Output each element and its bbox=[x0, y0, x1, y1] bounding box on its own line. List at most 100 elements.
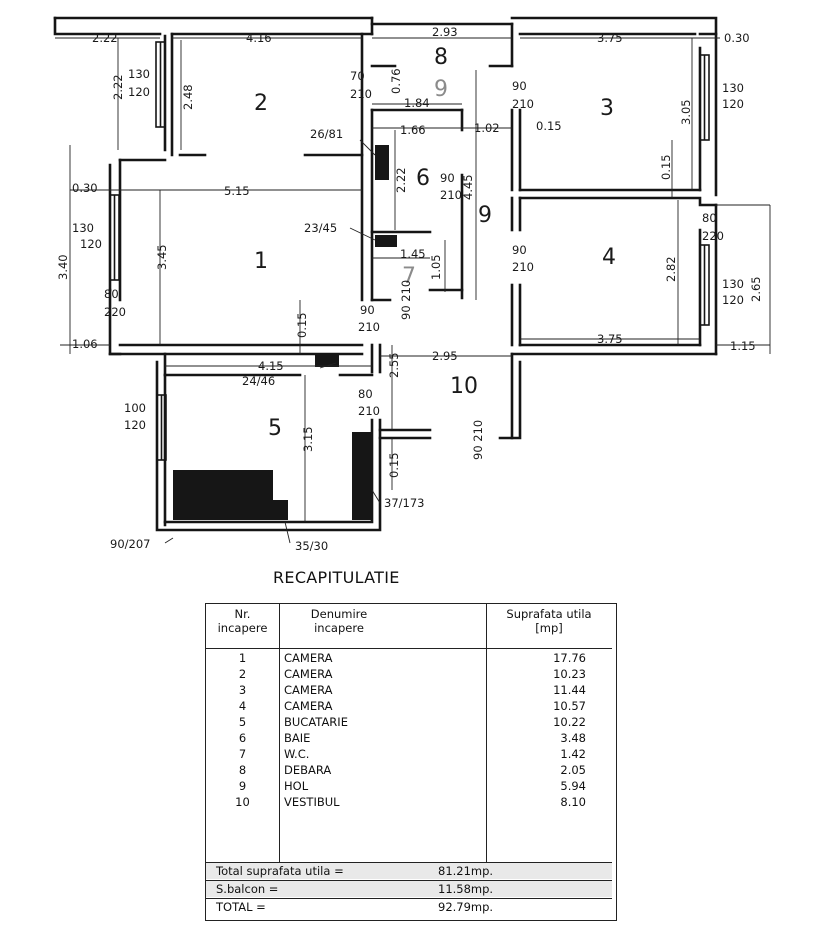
table-row: 7 W.C. 1.42 bbox=[206, 747, 612, 762]
door-3-width: 90 bbox=[512, 79, 527, 93]
table-row: 1 CAMERA 17.76 bbox=[206, 651, 612, 666]
total-divider-2 bbox=[206, 898, 612, 899]
dim-2-65: 2.65 bbox=[749, 276, 763, 302]
door-5-height: 210 bbox=[358, 404, 380, 418]
grand-total-value: 92.79mp. bbox=[438, 900, 494, 914]
door-wc-vertical: 90 210 bbox=[399, 280, 413, 320]
row-nr: 7 bbox=[238, 747, 247, 761]
row-area: 10.22 bbox=[553, 715, 586, 729]
row-name: W.C. bbox=[284, 747, 310, 761]
total-row-grand: TOTAL = 92.79mp. bbox=[206, 899, 612, 915]
row-name: HOL bbox=[284, 779, 309, 793]
dim-2-22-left: 2.22 bbox=[111, 74, 125, 100]
dim-3-75-bottom: 3.75 bbox=[597, 332, 623, 346]
row-nr: 6 bbox=[238, 731, 247, 745]
row-area: 8.10 bbox=[560, 795, 586, 809]
fixture-24-46: 24/46 bbox=[242, 374, 275, 388]
door-8-width: 70 bbox=[350, 69, 365, 83]
door-6-width: 90 bbox=[440, 171, 455, 185]
table-row: 4 CAMERA 10.57 bbox=[206, 699, 612, 714]
fixture-labels: 26/81 23/45 24/46 37/173 90/207 35/30 bbox=[110, 127, 424, 553]
dim-0-30-right: 0.30 bbox=[724, 31, 750, 45]
header-nr-line2: incapere bbox=[217, 621, 268, 635]
dim-1-66: 1.66 bbox=[400, 123, 426, 137]
row-area: 11.44 bbox=[553, 683, 586, 697]
walls bbox=[53, 16, 718, 532]
dim-2-95: 2.95 bbox=[432, 349, 458, 363]
header-name-line2: incapere bbox=[314, 621, 364, 635]
room-number-4: 4 bbox=[602, 245, 616, 270]
dim-0-15-c: 0.15 bbox=[295, 312, 309, 338]
row-nr: 5 bbox=[238, 715, 247, 729]
row-nr: 9 bbox=[238, 779, 247, 793]
row-area: 10.23 bbox=[553, 667, 586, 681]
table-row: 2 CAMERA 10.23 bbox=[206, 667, 612, 682]
dim-5-15: 5.15 bbox=[224, 184, 250, 198]
row-area: 1.42 bbox=[560, 747, 586, 761]
row-name: VESTIBUL bbox=[284, 795, 340, 809]
dim-2-22-bath: 2.22 bbox=[394, 167, 408, 193]
room-number-10: 10 bbox=[450, 374, 478, 399]
dim-3-40: 3.40 bbox=[56, 254, 70, 280]
room-number-3: 3 bbox=[600, 96, 614, 121]
door-ext-height: 220 bbox=[702, 229, 724, 243]
header-area: Suprafata utila [mp] bbox=[486, 607, 612, 635]
row-name: CAMERA bbox=[284, 651, 333, 665]
fixture-26-81: 26/81 bbox=[310, 127, 343, 141]
door-8-height: 210 bbox=[350, 87, 372, 101]
total-divider-1 bbox=[206, 880, 612, 881]
door-6-height: 210 bbox=[440, 188, 462, 202]
door-4-height: 210 bbox=[512, 260, 534, 274]
windows bbox=[109, 41, 710, 461]
dim-2-48: 2.48 bbox=[181, 84, 195, 110]
dim-1-15: 1.15 bbox=[730, 339, 756, 353]
dim-1-05: 1.05 bbox=[429, 254, 443, 280]
recap-title: RECAPITULATIE bbox=[273, 568, 400, 587]
dim-3-45: 3.45 bbox=[155, 244, 169, 270]
window-3-height: 120 bbox=[722, 97, 744, 111]
table-row: 6 BAIE 3.48 bbox=[206, 731, 612, 746]
fixture-37-173: 37/173 bbox=[384, 496, 424, 510]
row-area: 17.76 bbox=[553, 651, 586, 665]
dim-3-15: 3.15 bbox=[301, 426, 315, 452]
door-1-width: 80 bbox=[104, 287, 119, 301]
row-nr: 1 bbox=[238, 651, 247, 665]
door-ext-width: 80 bbox=[702, 211, 717, 225]
door-wc-height: 210 bbox=[358, 320, 380, 334]
window-4-height: 120 bbox=[722, 293, 744, 307]
row-nr: 2 bbox=[238, 667, 247, 681]
total-row-useful: Total suprafata utila = 81.21mp. bbox=[206, 863, 612, 879]
dim-2-93: 2.93 bbox=[432, 25, 458, 39]
fixtures bbox=[173, 145, 397, 520]
window-2-width: 130 bbox=[128, 67, 150, 81]
dim-3-75-top: 3.75 bbox=[597, 31, 623, 45]
window-1-width: 130 bbox=[72, 221, 94, 235]
fixture-23-45: 23/45 bbox=[304, 221, 337, 235]
row-area: 3.48 bbox=[560, 731, 586, 745]
row-nr: 10 bbox=[235, 795, 250, 809]
door-4-width: 90 bbox=[512, 243, 527, 257]
room-number-1: 1 bbox=[254, 249, 268, 274]
dim-0-15-a: 0.15 bbox=[536, 119, 562, 133]
recap-table: Nr. incapere Denumire incapere Suprafata… bbox=[205, 603, 617, 921]
row-name: CAMERA bbox=[284, 699, 333, 713]
dim-0-30-left: 0.30 bbox=[72, 181, 98, 195]
row-nr: 4 bbox=[238, 699, 247, 713]
dim-1-06: 1.06 bbox=[72, 337, 98, 351]
window-3-width: 130 bbox=[722, 81, 744, 95]
total-value: 81.21mp. bbox=[438, 864, 494, 878]
dimension-labels: 2.22 4.16 2.93 3.75 0.30 2.22 2.48 1.84 … bbox=[56, 25, 763, 478]
row-name: BAIE bbox=[284, 731, 311, 745]
row-nr: 8 bbox=[238, 763, 247, 777]
header-name-line1: Denumire bbox=[310, 607, 368, 621]
room-number-5: 5 bbox=[268, 416, 282, 441]
window-1-height: 120 bbox=[80, 237, 102, 251]
dim-1-02: 1.02 bbox=[474, 121, 500, 135]
dim-4-15: 4.15 bbox=[258, 359, 284, 373]
window-2-height: 120 bbox=[128, 85, 150, 99]
door-3-height: 210 bbox=[512, 97, 534, 111]
total-row-balcony: S.balcon = 11.58mp. bbox=[206, 881, 612, 897]
balcony-value: 11.58mp. bbox=[438, 882, 494, 896]
header-nr: Nr. incapere bbox=[206, 607, 279, 635]
opening-labels: 130 120 70 210 0.76 90 210 130 120 90 21… bbox=[72, 67, 744, 460]
